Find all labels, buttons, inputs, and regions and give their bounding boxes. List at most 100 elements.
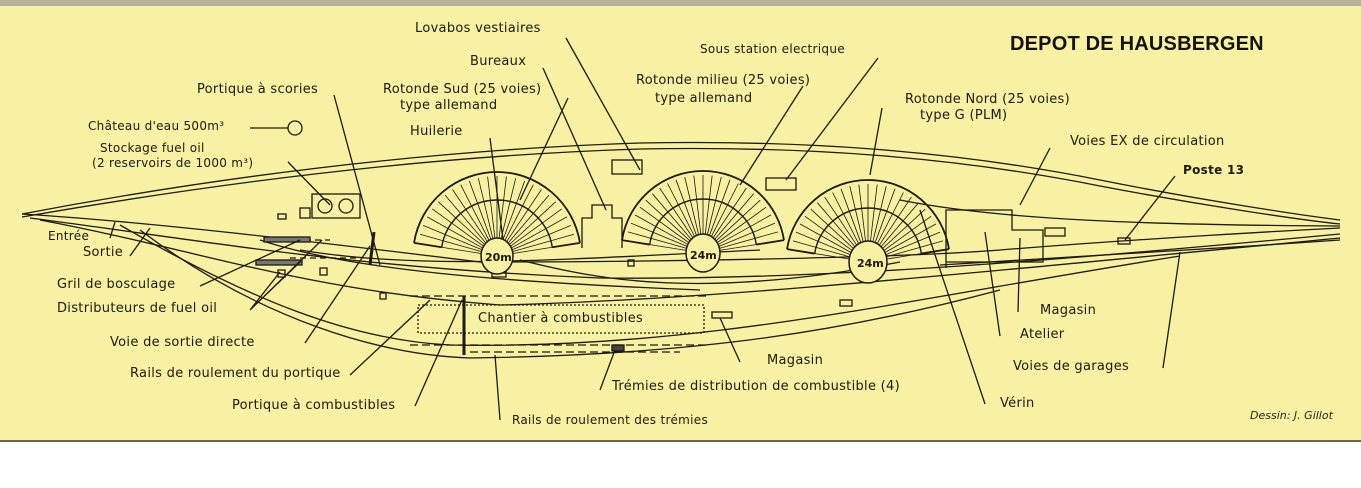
rotunda-track	[432, 208, 485, 247]
rotunda-track	[498, 176, 507, 241]
turntable	[480, 237, 514, 275]
chateau-eau-symbol	[287, 120, 303, 136]
rotunda-track	[708, 179, 731, 238]
rotunda-track	[505, 189, 542, 243]
lavabos-building	[611, 159, 643, 175]
label-stockage-detail: (2 reservoirs de 1000 m³)	[92, 156, 254, 170]
rotunda-track	[884, 223, 937, 254]
rotunda-track	[500, 178, 517, 241]
label-rotonde-nord: Rotonde Nord (25 voies)	[905, 92, 1071, 107]
track-8	[519, 259, 901, 285]
rotunda-track	[417, 243, 482, 254]
rotunda-track	[508, 201, 557, 246]
rotunda-track	[452, 189, 489, 243]
turntable-label-sud: 20m	[485, 251, 512, 264]
rotunda-track	[510, 216, 567, 249]
turntable	[848, 240, 888, 284]
depot-track-plan	[21, 37, 1341, 421]
rotunda-track	[795, 231, 851, 256]
label-rails-tremies: Rails de roulement des trémies	[512, 413, 708, 427]
label-tremies: Trémies de distribution de combustible (…	[612, 379, 900, 394]
rotunda-track	[719, 240, 781, 251]
label-chateau-eau: Château d'eau 500m³	[88, 119, 225, 133]
rotunda-track	[625, 240, 687, 251]
rotunda-track	[659, 187, 694, 240]
label-atelier: Atelier	[1020, 327, 1065, 342]
rotunda-track	[876, 192, 904, 246]
rotunda-track	[885, 231, 941, 256]
label-magasin-atelier: Magasin	[1040, 303, 1097, 318]
track-5	[139, 229, 1001, 359]
rotunda-track	[840, 188, 862, 245]
label-entree: Entrée	[48, 229, 90, 243]
diagram-sheet	[0, 0, 1361, 442]
label-portique-scories: Portique à scories	[197, 82, 319, 97]
rotunda-track	[712, 187, 747, 240]
rotunda-track	[717, 214, 772, 246]
rotunda-track	[512, 243, 577, 254]
label-poste-13: Poste 13	[1183, 163, 1245, 177]
rotunda-track	[710, 183, 739, 239]
label-magasin-chantier: Magasin	[767, 353, 824, 368]
track-6	[259, 239, 701, 291]
rotunda-track	[881, 208, 926, 250]
rotunda-track	[804, 215, 853, 252]
rotunda-track	[639, 206, 690, 244]
rotunda-track	[869, 184, 878, 244]
rotunda-track	[511, 225, 572, 251]
bureaux-building	[581, 204, 623, 248]
label-voie-sortie: Voie de sortie directe	[110, 335, 255, 350]
rotonde-milieu	[621, 170, 785, 273]
rotonde-sud	[413, 171, 581, 275]
track-circulation-2	[21, 147, 1341, 225]
rotunda-track	[886, 249, 946, 260]
rotunda-track	[715, 199, 761, 242]
atelier-building	[945, 209, 1044, 268]
rotunda-track	[693, 175, 702, 237]
rotunda-track	[627, 231, 687, 249]
rotunda-track	[824, 196, 858, 247]
rotunda-track	[878, 196, 912, 247]
rotunda-track	[507, 194, 550, 245]
rotunda-track	[718, 222, 776, 247]
rotunda-track	[444, 194, 487, 245]
rotunda-track	[684, 177, 700, 237]
label-stockage: Stockage fuel oil	[100, 141, 205, 155]
rotunda-track	[883, 215, 932, 252]
label-rotonde-sud: Rotonde Sud (25 voies)	[383, 82, 542, 97]
rotunda-track	[704, 175, 713, 237]
rotunda-track	[460, 184, 491, 242]
track-4	[119, 224, 1181, 346]
rotunda-track	[886, 240, 944, 258]
label-voies-circulation: Voies EX de circulation	[1070, 134, 1225, 149]
rotunda-track	[719, 231, 779, 249]
track-circulation-1	[21, 141, 1341, 221]
track-10	[939, 239, 1341, 266]
sous-station-building	[765, 177, 797, 191]
rotunda-track	[630, 222, 688, 247]
chantier-area	[417, 304, 705, 334]
label-voies-garages: Voies de garages	[1013, 359, 1130, 374]
label-sous-station: Sous station electrique	[700, 42, 845, 56]
rotunda-track	[880, 202, 919, 248]
rotunda-track	[427, 216, 484, 249]
rotunda-track	[468, 180, 492, 242]
rotunda-track	[706, 177, 722, 237]
rotunda-track	[487, 176, 496, 241]
rotunda-track	[652, 193, 693, 241]
rotunda-track	[419, 233, 482, 253]
label-gril: Gril de bosculage	[57, 277, 176, 292]
rotunda-track	[792, 240, 850, 258]
label-portique-combustibles: Portique à combustibles	[232, 398, 396, 413]
rotunda-track	[713, 193, 754, 241]
turntable	[685, 233, 721, 273]
turntable-label-milieu: 24m	[690, 249, 717, 262]
top-edge	[0, 0, 1361, 6]
rotunda-track	[832, 192, 860, 246]
rotunda-track	[858, 184, 867, 244]
rotunda-track	[849, 186, 864, 244]
label-lavabos: Lovabos vestiaires	[415, 21, 541, 36]
label-rotonde-nord-type: type G (PLM)	[920, 108, 1008, 123]
page-title: DEPOT DE HAUSBERGEN	[1010, 33, 1264, 55]
rotunda-track	[799, 223, 852, 254]
